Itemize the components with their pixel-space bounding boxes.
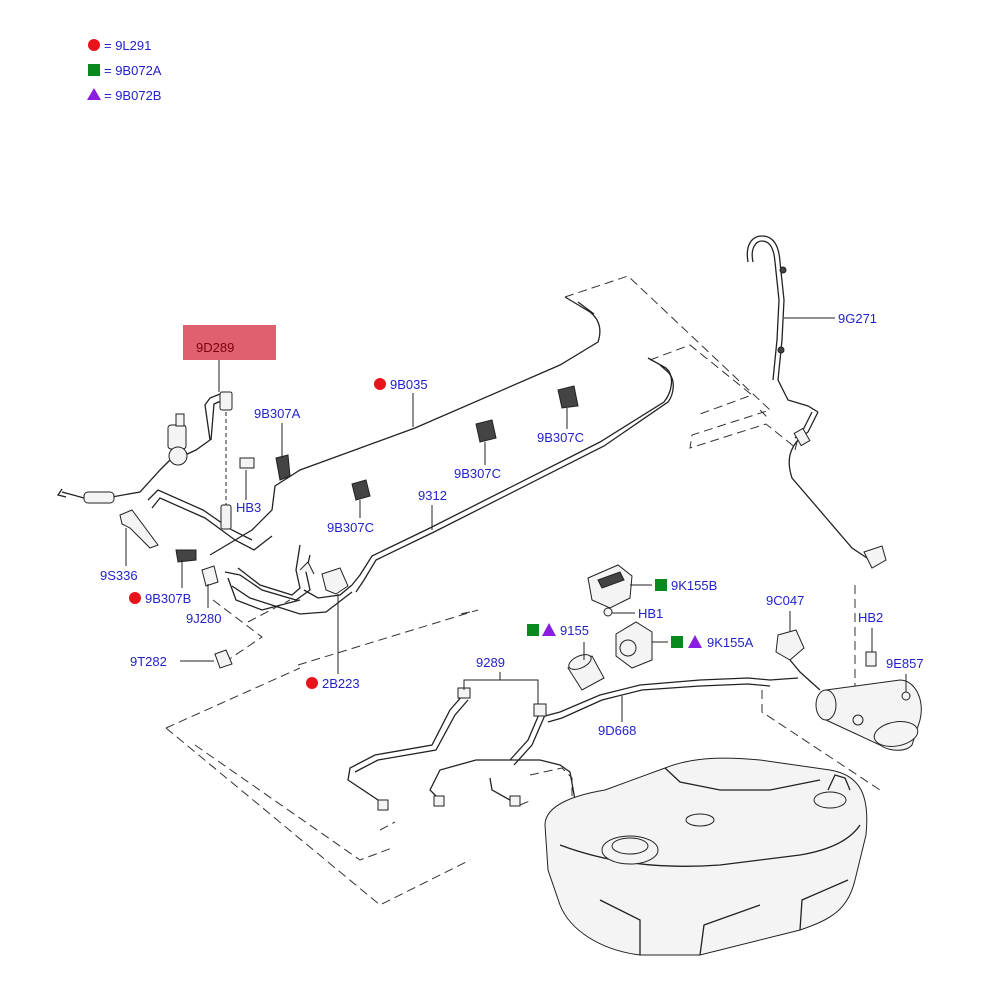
dashed-outline-upper	[564, 275, 797, 449]
clips-left	[119, 385, 579, 669]
callout-9b035[interactable]: 9B035	[390, 377, 428, 392]
dashed-outline-big	[165, 667, 471, 906]
highlight-box[interactable]	[183, 325, 276, 360]
callout-9j280[interactable]: 9J280	[186, 611, 221, 626]
callout-9b307c-1[interactable]: 9B307C	[327, 520, 374, 535]
vent-tube-9g271	[746, 235, 887, 569]
red-circle-icon	[374, 378, 386, 390]
callout-9b307c-2[interactable]: 9B307C	[454, 466, 501, 481]
fuel-tank	[544, 757, 868, 956]
dashed-outline-right	[761, 585, 881, 791]
green-square-icon	[527, 624, 539, 636]
callout-9s336[interactable]: 9S336	[100, 568, 138, 583]
callout-9t282[interactable]: 9T282	[130, 654, 167, 669]
dashed-outline-rear	[379, 767, 573, 835]
callout-9e857[interactable]: 9E857	[886, 656, 924, 671]
dashed-outline-inner	[649, 344, 754, 415]
callout-9c047[interactable]: 9C047	[766, 593, 804, 608]
phantom-outlines	[165, 275, 881, 906]
purple-triangle-icon	[688, 635, 702, 648]
callout-9b307b[interactable]: 9B307B	[145, 591, 191, 606]
callout-hb3[interactable]: HB3	[236, 500, 261, 515]
callout-9b307c-3[interactable]: 9B307C	[537, 430, 584, 445]
callout-9k155a[interactable]: 9K155A	[707, 635, 754, 650]
canister-9e857	[775, 629, 922, 751]
fuel-lines-9b035-9312	[56, 296, 674, 615]
legend-text-9l291: = 9L291	[104, 38, 151, 53]
dashed-outline-lower	[297, 609, 479, 666]
purple-triangle-icon	[542, 623, 556, 636]
callout-9d289[interactable]: 9D289	[196, 340, 234, 355]
callout-9b307a[interactable]: 9B307A	[254, 406, 301, 421]
legend-red-circle-icon	[88, 39, 100, 51]
legend-text-9b072a: = 9B072A	[104, 63, 162, 78]
legend: = 9L291 = 9B072A = 9B072B	[87, 38, 162, 103]
callout-9d668[interactable]: 9D668	[598, 723, 636, 738]
callouts: 9B035 9B307A HB3 9B307C 9B307C 9B307C 93…	[100, 311, 924, 738]
callout-9g271[interactable]: 9G271	[838, 311, 877, 326]
callout-hb1[interactable]: HB1	[638, 606, 663, 621]
lower-hoses	[347, 677, 799, 811]
legend-green-square-icon	[88, 64, 100, 76]
green-square-icon	[655, 579, 667, 591]
callout-9k155b[interactable]: 9K155B	[671, 578, 717, 593]
dashed-outline-left2	[247, 599, 291, 623]
legend-text-9b072b: = 9B072B	[104, 88, 161, 103]
green-square-icon	[671, 636, 683, 648]
callout-2b223[interactable]: 2B223	[322, 676, 360, 691]
legend-purple-triangle-icon	[87, 88, 101, 100]
highlight-9d289[interactable]: 9D289	[183, 325, 276, 392]
dashed-outline-right2	[759, 409, 801, 451]
center-components	[567, 564, 653, 691]
callout-9312[interactable]: 9312	[418, 488, 447, 503]
callout-9289[interactable]: 9289	[476, 655, 505, 670]
dashed-outline-left	[212, 599, 263, 661]
callout-9155[interactable]: 9155	[560, 623, 589, 638]
callout-hb2[interactable]: HB2	[858, 610, 883, 625]
red-circle-icon	[306, 677, 318, 689]
red-circle-icon	[129, 592, 141, 604]
